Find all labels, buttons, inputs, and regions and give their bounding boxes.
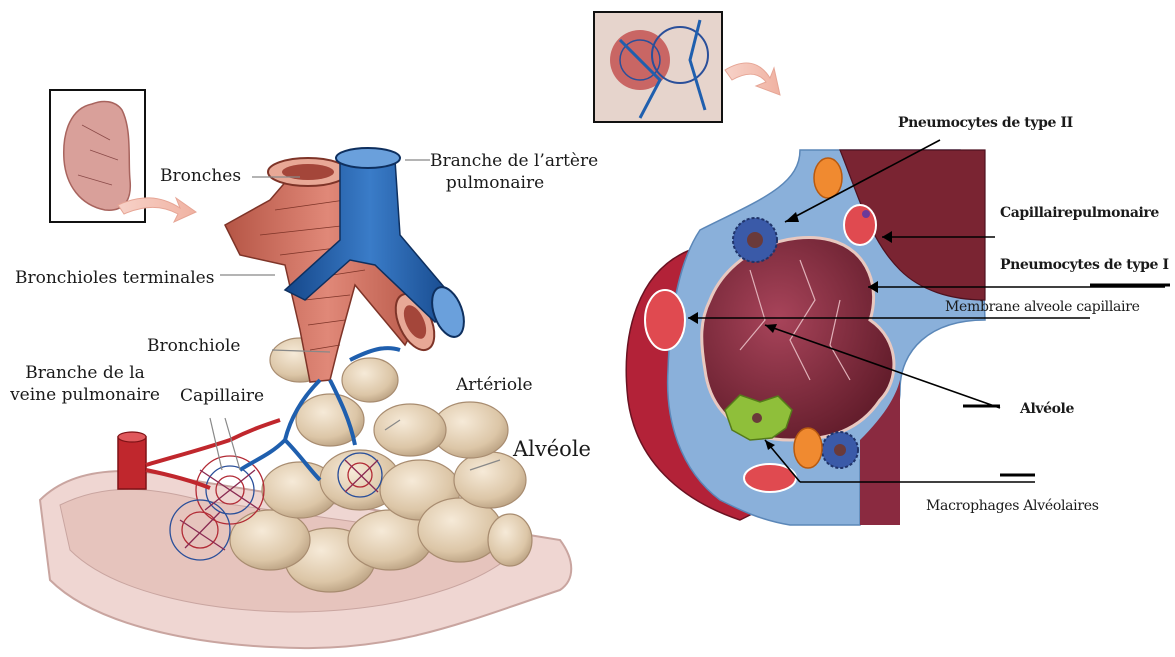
label-bronchiole: Bronchiole (147, 335, 240, 357)
label-bronchioles-terminales: Bronchioles terminales (15, 267, 214, 289)
alveolus-thumbnail (594, 12, 722, 122)
label-branche-veine-line1: Branche de la (10, 362, 160, 384)
label-branche-artere-line1: Branche de l’artère (430, 150, 560, 172)
label-macrophages-alveolaires: Macrophages Alvéolaires (926, 498, 1099, 514)
zoom-arrow-right (725, 63, 780, 95)
pulmonary-vein (118, 420, 280, 489)
label-capillaire: Capillaire (180, 385, 264, 407)
label-capillaire-pulmonaire: Capillairepulmonaire (1000, 205, 1159, 221)
label-alveole-right: Alvéole (1020, 401, 1074, 417)
label-branche-veine-line2: veine pulmonaire (10, 384, 160, 406)
label-branche-artere-line2: pulmonaire (430, 172, 560, 194)
label-pneumocytes-type-i: Pneumocytes de type I (1000, 257, 1169, 273)
label-membrane-alveole-capillaire: Membrane alveole capillaire (945, 299, 1140, 315)
label-bronches: Bronches (160, 165, 241, 187)
label-branche-artere-pulmonaire: Branche de l’artère pulmonaire (430, 150, 560, 194)
label-arteriole: Artériole (456, 374, 533, 396)
label-branche-veine-pulmonaire: Branche de la veine pulmonaire (10, 362, 160, 406)
label-alveole-left: Alvéole (513, 437, 591, 461)
label-pneumocytes-type-ii: Pneumocytes de type II (898, 115, 1073, 131)
